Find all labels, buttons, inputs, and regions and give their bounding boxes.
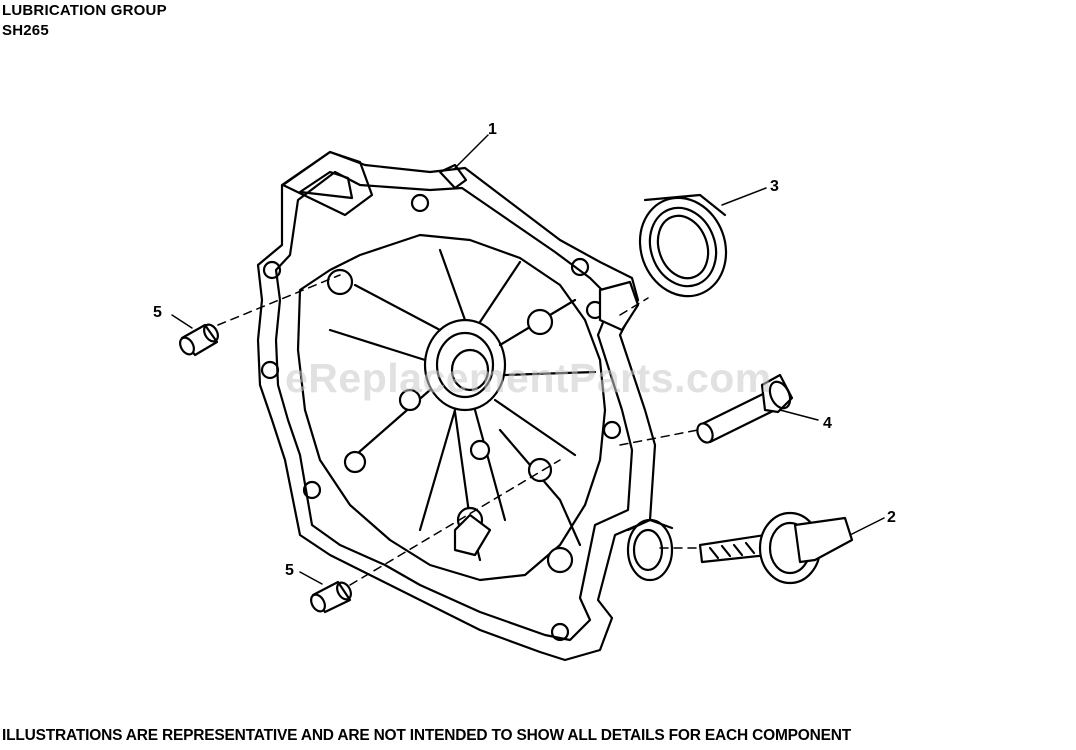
callout-1: 1 [488, 121, 497, 138]
model-number: SH265 [2, 22, 49, 39]
crankcase-cover [256, 150, 674, 662]
disclaimer-text: ILLUSTRATIONS ARE REPRESENTATIVE AND ARE… [2, 727, 852, 744]
dipstick [698, 511, 854, 585]
callout-5-upper: 5 [153, 304, 162, 321]
callout-4: 4 [823, 415, 832, 432]
watermark-text: eReplacementParts.com [285, 355, 772, 401]
callout-2: 2 [887, 509, 896, 526]
leader-lines [171, 134, 885, 585]
bolt [696, 373, 794, 444]
dowel-pin-upper [179, 323, 219, 357]
callout-5-lower: 5 [285, 562, 294, 579]
dowel-pin-lower [310, 580, 352, 614]
callout-3: 3 [770, 178, 779, 195]
oil-seal [638, 193, 728, 298]
assembly-lines [217, 274, 701, 586]
group-title: LUBRICATION GROUP [2, 2, 167, 19]
